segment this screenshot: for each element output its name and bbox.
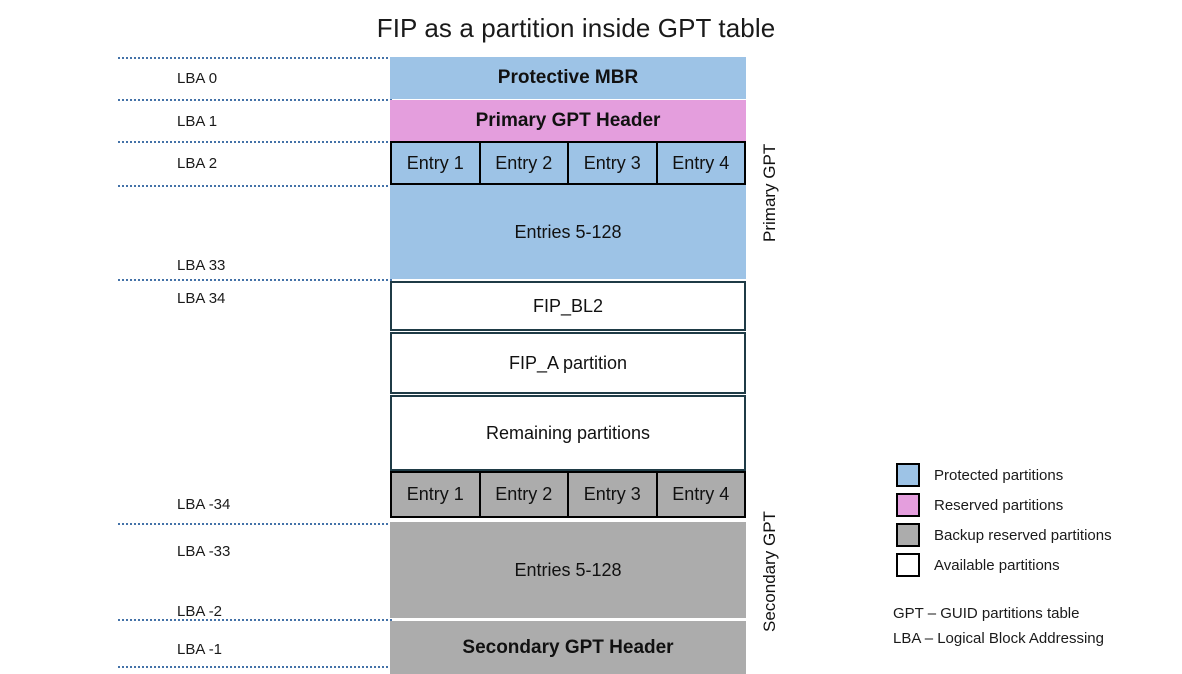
legend-item-label: Protected partitions <box>934 466 1064 484</box>
reserved-partitions-swatch <box>896 493 920 517</box>
legend-item: Reserved partitions <box>896 490 1166 520</box>
lba-label: LBA 0 <box>177 70 218 87</box>
gpt-entry-cell: Entry 1 <box>392 143 481 183</box>
protected-partitions-swatch <box>896 463 920 487</box>
secondary-gpt-header: Secondary GPT Header <box>390 621 746 674</box>
gpt-entry-cell: Entry 2 <box>480 143 569 183</box>
secondary-entries-5-128: Entries 5-128 <box>390 522 746 618</box>
lba-label: LBA -1 <box>177 641 223 658</box>
abbreviation-line: GPT – GUID partitions table <box>893 605 1080 622</box>
legend-item-label: Reserved partitions <box>934 496 1064 514</box>
lba-label: LBA -34 <box>177 496 231 513</box>
secondary-gpt-side-label: Secondary GPT <box>760 511 779 632</box>
fip-bl2: FIP_BL2 <box>390 281 746 331</box>
page-title: FIP as a partition inside GPT table <box>376 13 776 43</box>
gpt-entry-cell: Entry 1 <box>392 473 481 516</box>
gpt-entry-cell: Entry 2 <box>480 473 569 516</box>
guide-line <box>118 141 392 143</box>
legend-item: Protected partitions <box>896 460 1166 490</box>
primary-entries-5-128: Entries 5-128 <box>390 185 746 279</box>
gpt-entry-cell: Entry 3 <box>569 143 658 183</box>
lba-label: LBA 2 <box>177 155 218 172</box>
abbreviation-line: LBA – Logical Block Addressing <box>893 630 1104 647</box>
backup-reserved-partitions-swatch <box>896 523 920 547</box>
legend-item-label: Available partitions <box>934 556 1060 574</box>
legend-item: Available partitions <box>896 550 1166 580</box>
lba-label: LBA 34 <box>177 290 226 307</box>
guide-line <box>118 279 392 281</box>
primary-gpt-side-label: Primary GPT <box>760 143 779 242</box>
lba-label: LBA 1 <box>177 113 218 130</box>
guide-line <box>118 99 392 101</box>
primary-gpt-header: Primary GPT Header <box>390 100 746 141</box>
legend-item-label: Backup reserved partitions <box>934 526 1112 544</box>
available-partitions-swatch <box>896 553 920 577</box>
gpt-entry-cell: Entry 3 <box>569 473 658 516</box>
lba-label: LBA -33 <box>177 543 231 560</box>
guide-line <box>118 185 392 187</box>
gpt-entry-cell: Entry 4 <box>657 143 744 183</box>
guide-line <box>118 619 392 621</box>
lba-label: LBA 33 <box>177 257 226 274</box>
remaining-partitions: Remaining partitions <box>390 395 746 471</box>
lba-label: LBA -2 <box>177 603 223 620</box>
gpt-entry-cell: Entry 4 <box>657 473 744 516</box>
legend-item: Backup reserved partitions <box>896 520 1166 550</box>
protective-mbr: Protective MBR <box>390 57 746 99</box>
guide-line <box>118 666 392 668</box>
guide-line <box>118 57 392 59</box>
guide-line <box>118 523 392 525</box>
fip-a-partition: FIP_A partition <box>390 332 746 394</box>
